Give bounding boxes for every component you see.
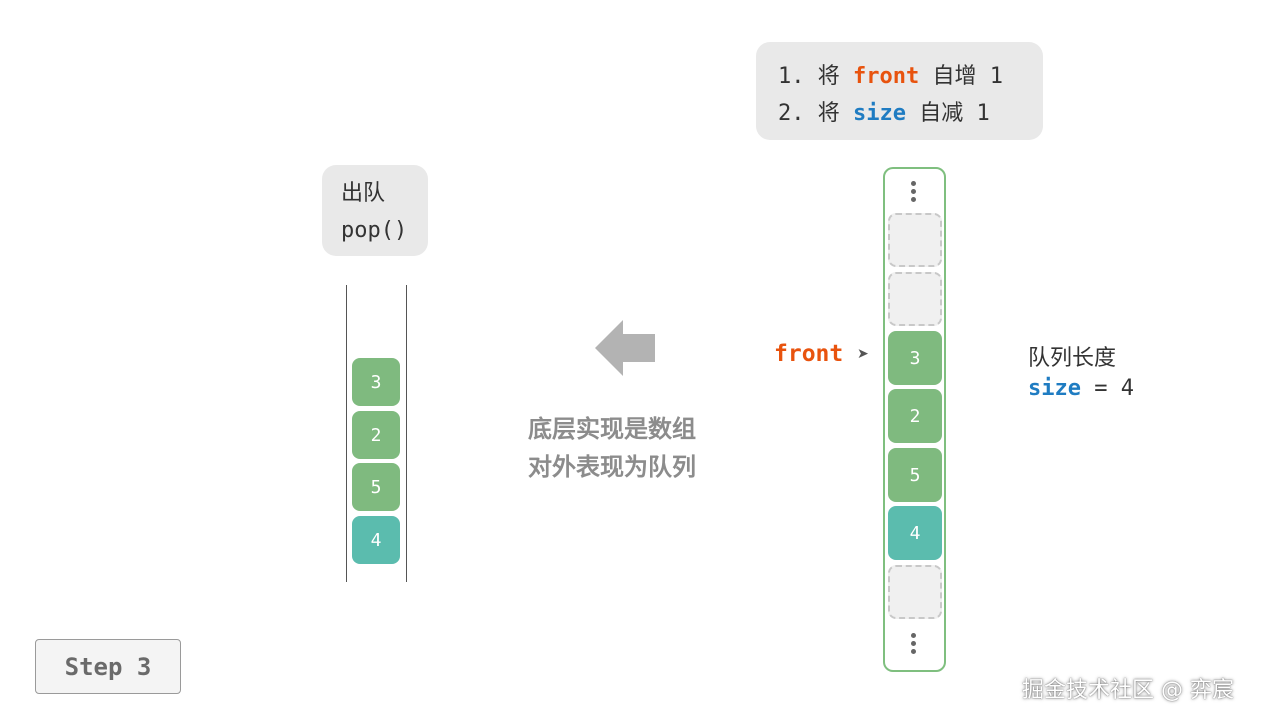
- caption: 底层实现是数组 对外表现为队列: [528, 410, 728, 486]
- queue-cell-value: 4: [370, 529, 382, 551]
- queue-left-wall: [346, 285, 347, 582]
- array-cell-value: 3: [909, 347, 921, 369]
- array-cell: [888, 565, 942, 619]
- ellipsis-bottom-icon: [911, 633, 917, 657]
- note-front-keyword: front: [852, 64, 920, 89]
- note-line2-prefix: 2. 将: [778, 101, 853, 126]
- array-cell-value: 4: [909, 522, 921, 544]
- dequeue-label: 出队 pop(): [322, 165, 428, 256]
- array-cell-value: 5: [909, 464, 921, 486]
- watermark: 掘金技术社区 @ 弈宸: [1022, 678, 1234, 703]
- queue-right-wall: [406, 285, 407, 582]
- size-title: 队列长度: [1028, 346, 1117, 371]
- queue-cell: 5: [352, 463, 400, 511]
- size-expression: size = 4: [1028, 376, 1134, 401]
- queue-cell: 4: [352, 516, 400, 564]
- instruction-note: 1. 将 front 自增 1 2. 将 size 自减 1: [756, 42, 1043, 140]
- queue-cell: 2: [352, 411, 400, 459]
- array-cell: 2: [888, 389, 942, 443]
- pointer-arrow-icon: ➤: [857, 346, 869, 362]
- note-line1-prefix: 1. 将: [778, 64, 853, 89]
- note-line2-suffix: 自减 1: [905, 101, 990, 126]
- queue-cell-value: 5: [370, 476, 382, 498]
- array-cell-value: 2: [909, 405, 921, 427]
- array-cell: [888, 272, 942, 326]
- queue-cell-value: 2: [370, 424, 382, 446]
- caption-line1: 底层实现是数组: [528, 415, 696, 443]
- size-value: = 4: [1080, 376, 1134, 401]
- caption-line2: 对外表现为队列: [528, 453, 696, 481]
- size-keyword: size: [1028, 376, 1081, 401]
- queue-cell: 3: [352, 358, 400, 406]
- array-cell: 4: [888, 506, 942, 560]
- arrow-left-icon: [595, 320, 655, 376]
- dequeue-title: 出队: [341, 181, 386, 206]
- array-frame: [883, 167, 946, 672]
- note-line1-suffix: 自增 1: [919, 64, 1003, 89]
- array-cell: [888, 213, 942, 267]
- ellipsis-top-icon: [911, 181, 917, 205]
- note-size-keyword: size: [852, 101, 906, 126]
- step-button[interactable]: Step 3: [35, 639, 181, 694]
- dequeue-method: pop(): [341, 218, 408, 243]
- queue-cell-value: 3: [370, 371, 382, 393]
- array-cell: 3: [888, 331, 942, 385]
- array-cell: 5: [888, 448, 942, 502]
- front-label: front: [774, 341, 844, 367]
